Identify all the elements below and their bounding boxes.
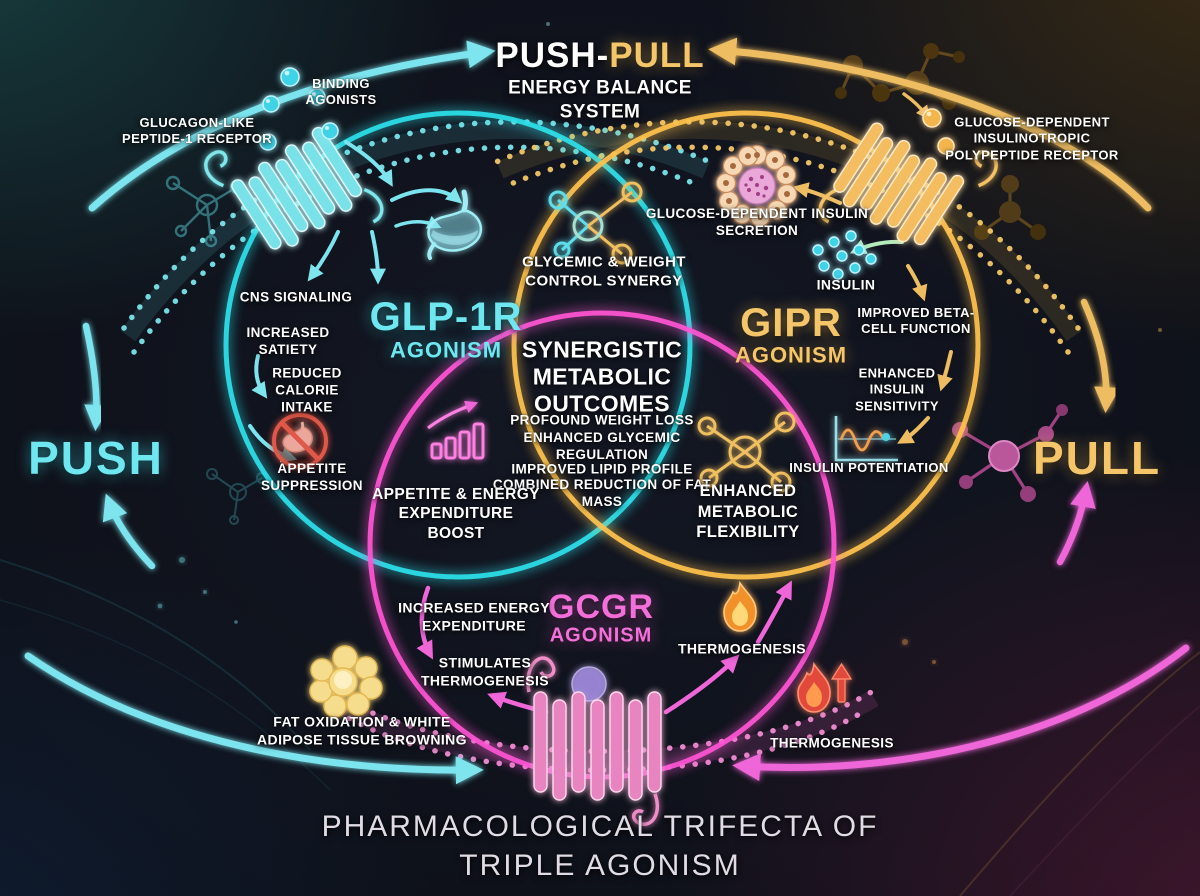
insulin-secretion-label: GLUCOSE-DEPENDENT INSULIN SECRETION [645, 206, 869, 238]
thermogenesis-label: THERMOGENESIS [677, 640, 807, 657]
gipr-name-sub: AGONISM [734, 342, 848, 368]
bar-chart-up-icon [427, 400, 485, 460]
glycemic-synergy-label: GLYCEMIC & WEIGHT CONTROL SYNERGY [522, 253, 686, 289]
pull-up-arrow [1056, 481, 1096, 566]
increased-satiety-label: INCREASED SATIETY [246, 325, 330, 357]
fat-oxidation-label: FAT OXIDATION & WHITE ADIPOSE TISSUE BRO… [257, 713, 467, 748]
cell-membrane-gip [493, 119, 1082, 355]
molecule-icon [974, 175, 1046, 240]
glp1r-name: GLP-1R [369, 295, 523, 339]
push-up-arrow [102, 493, 156, 570]
thermogenesis-label: THERMOGENESIS [770, 735, 894, 751]
glp1-receptor-label: GLUCAGON-LIKE PEPTIDE-1 RECEPTOR [122, 114, 272, 146]
center-title: SYNERGISTIC METABOLIC OUTCOMES [521, 336, 683, 417]
appetite-energy-boost-label: APPETITE & ENERGY EXPENDITURE BOOST [372, 485, 540, 542]
center-item: COMBINED REDUCTION OF FAT MASS [492, 477, 712, 509]
reduced-calorie-label: REDUCED CALORIE INTAKE [272, 365, 342, 415]
molecule-icon [206, 468, 268, 525]
wave-chart-icon [834, 416, 898, 462]
binding-agonists-label: BINDING AGONISTS [305, 75, 377, 107]
gcg-receptor-icon [526, 656, 662, 826]
pull-top-arrow [708, 37, 1152, 212]
increased-energy-label: INCREASED ENERGY EXPENDITURE [398, 599, 550, 634]
page-title: PUSH-PULL [495, 34, 704, 78]
molecule-icon [835, 43, 965, 110]
insulin-sensitivity-label: ENHANCED INSULIN SENSITIVITY [855, 365, 939, 414]
push-label: PUSH [28, 431, 164, 484]
cell-membrane-glp1 [120, 119, 713, 355]
flame-up-icon [797, 661, 853, 713]
gcgr-name-sub: AGONISM [549, 624, 653, 647]
agonist-spheres-icon [922, 108, 955, 155]
gcgr-name: GCGR [548, 588, 654, 627]
center-item: PROFOUND WEIGHT LOSS [510, 412, 694, 428]
gip-receptor-icon [818, 122, 998, 246]
glp1r-name-sub: AGONISM [389, 337, 503, 363]
bottom-right-arrow [732, 644, 1190, 782]
page-subtitle: ENERGY BALANCE SYSTEM [508, 77, 692, 122]
pull-down-arrow [1080, 298, 1121, 414]
molecule-icon [548, 181, 643, 265]
pull-label: PULL [1032, 431, 1162, 484]
page-title-pull: PULL [609, 36, 705, 76]
bottom-left-arrow [24, 652, 484, 785]
agonist-spheres-icon [259, 67, 339, 151]
adipose-cell-icon [309, 645, 383, 718]
molecule-icon [697, 411, 796, 493]
gipr-name: GIPR [740, 301, 842, 345]
islet-cell-icon [715, 144, 798, 228]
background-swirls [0, 22, 1200, 896]
glp1r-circle [223, 110, 693, 580]
cns-signaling-label: CNS SIGNALING [239, 289, 353, 305]
stomach-icon [427, 189, 483, 260]
appetite-suppression-icon [272, 413, 328, 469]
insulin-potentiation-label: INSULIN POTENTIATION [789, 459, 949, 475]
gipr-circle [511, 110, 981, 580]
flame-icon [723, 580, 757, 632]
metabolic-flexibility-label: ENHANCED METABOLIC FLEXIBILITY [696, 482, 800, 542]
push-down-arrow [82, 322, 111, 432]
center-item: IMPROVED LIPID PROFILE [511, 461, 693, 477]
stimulates-thermogenesis-label: STIMULATES THERMOGENESIS [420, 654, 550, 689]
center-item: ENHANCED GLYCEMIC REGULATION [523, 430, 681, 462]
beta-cell-label: IMPROVED BETA-CELL FUNCTION [857, 304, 975, 336]
insulin-dots-icon [812, 230, 877, 280]
footer-title: PHARMACOLOGICAL TRIFECTA OF TRIPLE AGONI… [321, 810, 879, 882]
page-title-push: PUSH- [495, 36, 610, 76]
gip-receptor-label: GLUCOSE-DEPENDENT INSULINOTROPIC POLYPEP… [945, 114, 1119, 163]
glp1-receptor-icon [204, 126, 384, 250]
insulin-label: INSULIN [816, 276, 876, 293]
appetite-suppression-label: APPETITE SUPPRESSION [261, 461, 363, 493]
